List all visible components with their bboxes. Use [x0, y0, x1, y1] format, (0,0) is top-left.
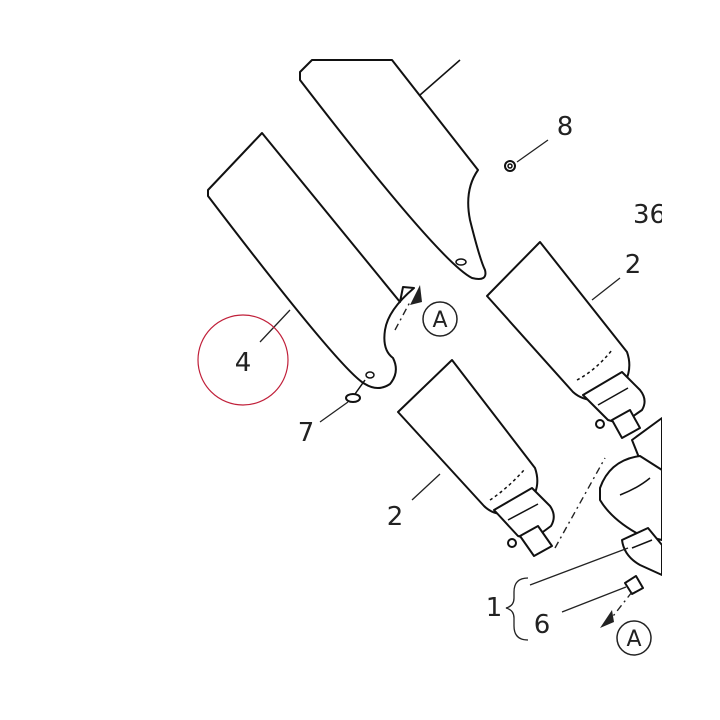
screw-7	[345, 379, 366, 403]
base-assembly-right	[599, 417, 663, 595]
upper-cover-panel	[299, 59, 487, 280]
cylinder-assembly-lower	[397, 359, 555, 557]
callout-7: 7	[298, 418, 315, 448]
callout-2-lower: 2	[387, 502, 404, 532]
arrow-down-icon	[600, 610, 614, 628]
reference-letter-upper: A	[432, 308, 447, 333]
leader-8	[516, 139, 549, 163]
leader-1	[529, 547, 629, 586]
cylinder-assembly-upper	[486, 241, 646, 439]
callout-6: 6	[534, 610, 551, 640]
arrow-up-icon	[410, 285, 422, 305]
assembly-line-lower	[554, 457, 606, 549]
leader-6	[561, 586, 627, 613]
screw-8	[504, 160, 516, 172]
leader-4	[259, 309, 291, 343]
group-brace	[505, 577, 529, 641]
leader-2-upper	[591, 277, 621, 301]
leader-2-lower	[411, 473, 441, 501]
callout-2-upper: 2	[625, 250, 642, 280]
leader-7	[319, 401, 349, 423]
assembly-line-bottom	[609, 591, 633, 621]
reference-marker-lower: A	[616, 620, 652, 656]
highlight-ring	[197, 314, 289, 406]
reference-letter-lower: A	[626, 627, 641, 652]
crop-mask	[662, 0, 720, 720]
callout-8: 8	[557, 112, 574, 142]
assembly-line-upper	[394, 301, 411, 331]
callout-4: 4	[235, 348, 252, 378]
callout-36-partial: 36	[633, 200, 666, 230]
side-cover-panel-4	[207, 132, 415, 389]
callout-1: 1	[486, 593, 503, 623]
reference-marker-upper: A	[422, 301, 458, 337]
